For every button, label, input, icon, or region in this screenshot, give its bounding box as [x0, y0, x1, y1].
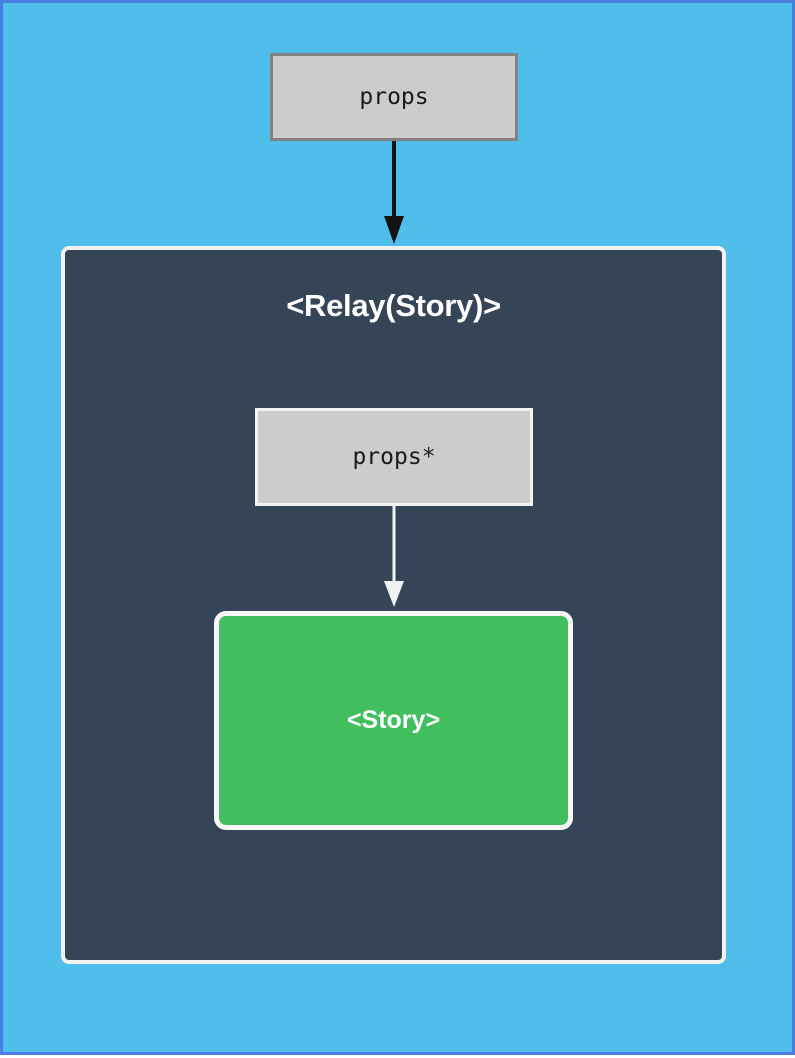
node-relay-container[interactable]: <Relay(Story)>	[61, 246, 726, 964]
node-props-label: props	[359, 84, 429, 110]
node-story-label: <Story>	[346, 706, 441, 734]
node-props-star[interactable]: props*	[255, 408, 533, 506]
node-story[interactable]: <Story>	[214, 611, 573, 830]
edge-props-to-relay-icon	[384, 141, 404, 244]
relay-container-title: <Relay(Story)>	[286, 288, 501, 323]
node-props-star-label: props*	[352, 444, 436, 470]
node-props[interactable]: props	[270, 53, 518, 141]
